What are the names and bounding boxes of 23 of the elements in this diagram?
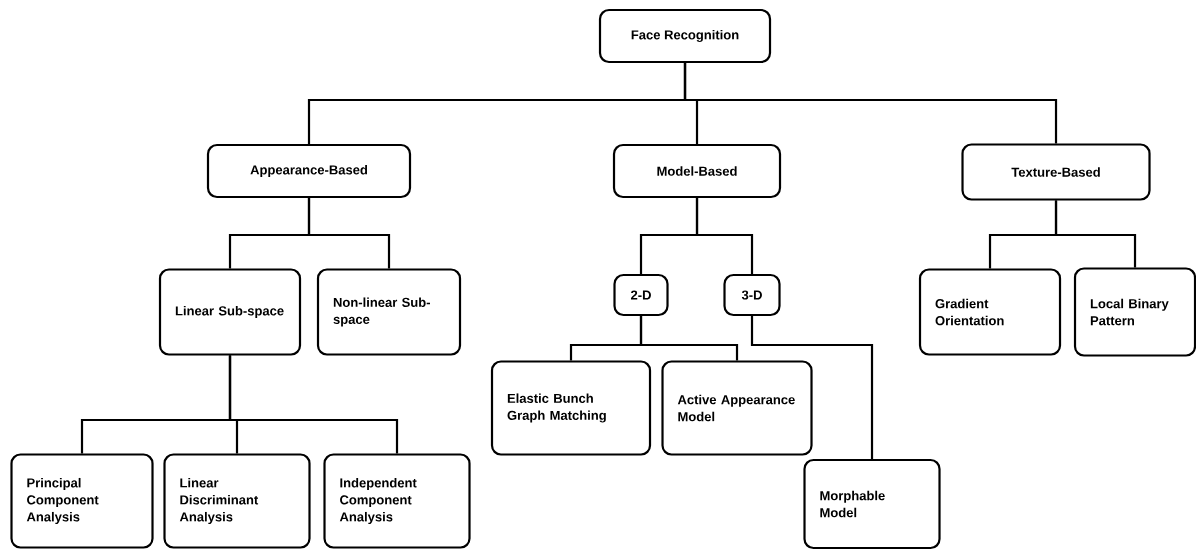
method-box: Independent Component Analysis	[323, 453, 471, 549]
connector-line	[1054, 200, 1137, 268]
connector-line	[683, 63, 1058, 144]
connector-line	[750, 316, 874, 459]
method-box: Linear Discriminant Analysis	[163, 453, 311, 549]
method-box: Local Binary Pattern	[1073, 267, 1196, 357]
connector-line	[639, 316, 739, 361]
connector-line	[695, 198, 754, 274]
method-box: Linear Sub-space	[158, 268, 302, 356]
connector-line	[307, 198, 391, 269]
method-box: Principal Component Analysis	[10, 453, 154, 549]
method-box: Gradient Orientation	[918, 268, 1062, 356]
method-box: Elastic Bunch Graph Matching	[490, 360, 652, 456]
method-box: Face Recognition	[598, 8, 772, 64]
connector-line	[228, 355, 399, 454]
method-box: Non-linear Sub-space	[316, 268, 462, 356]
method-box: 2-D	[613, 273, 669, 317]
method-box: Morphable Model	[803, 458, 941, 550]
method-box: Appearance-Based	[206, 143, 412, 199]
method-box: Active Appearance Model	[661, 360, 813, 456]
method-box: Texture-Based	[961, 143, 1151, 201]
method-box: Model-Based	[612, 143, 782, 199]
method-box: 3-D	[723, 273, 781, 317]
